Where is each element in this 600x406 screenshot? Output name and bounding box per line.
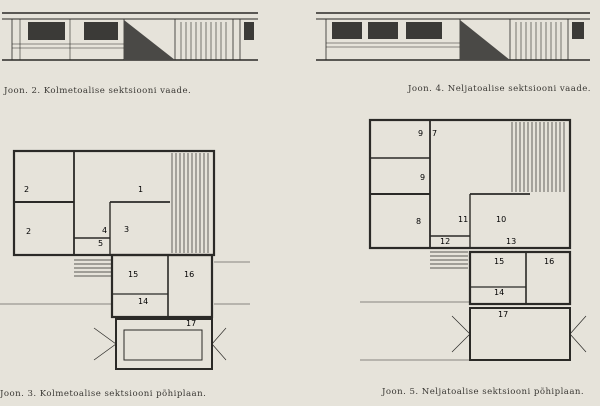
figure-2-caption: Joon. 2. Kolmetoalise sektsiooni vaade. (4, 86, 192, 96)
room-7-label: 7 (432, 129, 437, 138)
room-13-label: 13 (506, 237, 516, 246)
figure-2-elevation (2, 12, 258, 61)
room-10-label: 10 (496, 215, 506, 224)
room-2-label-b: 2 (26, 227, 31, 236)
room-15-label: 15 (494, 257, 504, 266)
room-3-label: 3 (124, 225, 129, 234)
room-4-label: 4 (102, 226, 107, 235)
room-16-label: 16 (544, 257, 554, 266)
room-5-label: 5 (98, 239, 103, 248)
room-17-label: 17 (498, 310, 508, 319)
room-14-label: 14 (494, 288, 504, 297)
room-11-label: 11 (458, 215, 468, 224)
figure-5-floor-plan: 9 7 9 8 10 11 12 13 15 14 16 17 (360, 118, 587, 361)
room-17-label: 17 (186, 319, 196, 328)
room-9-label-b: 9 (420, 173, 425, 182)
figure-5-caption: Joon. 5. Neljatoalise sektsiooni põhipla… (382, 387, 585, 397)
room-12-label: 12 (440, 237, 450, 246)
figure-3-floor-plan: 1 2 2 3 4 5 15 14 16 17 (0, 149, 250, 370)
figure-4-elevation (316, 12, 590, 61)
figure-4-caption: Joon. 4. Neljatoalise sektsiooni vaade. (408, 84, 591, 94)
room-15-label: 15 (128, 270, 138, 279)
room-1-label: 1 (138, 185, 143, 194)
room-2-label-a: 2 (24, 185, 29, 194)
room-16-label: 16 (184, 270, 194, 279)
figure-3-caption: Joon. 3. Kolmetoalise sektsiooni põhipla… (0, 389, 207, 399)
room-14-label: 14 (138, 297, 148, 306)
room-8-label: 8 (416, 217, 421, 226)
room-9-label-a: 9 (418, 129, 423, 138)
